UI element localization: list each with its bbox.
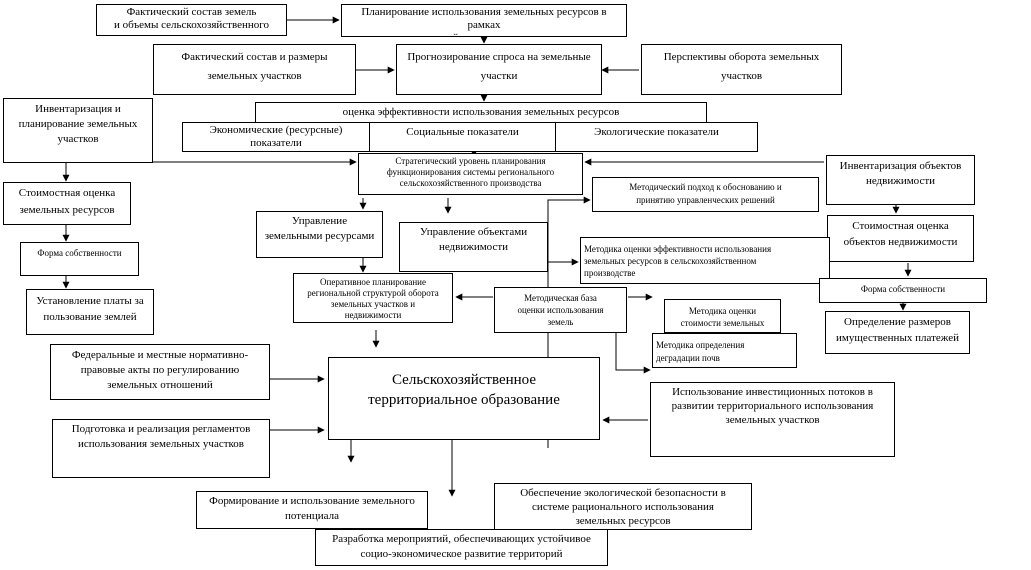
box-planirovanie: Планирование использования земельных рес…: [341, 4, 627, 37]
box-strategicheskiy: Стратегический уровень планирования функ…: [358, 153, 583, 195]
box-inventarizaciya-obj: Инвентаризация объектов недвижимости: [826, 155, 975, 205]
box-ekologicheskaya-bezop: Обеспечение экологической безопасности в…: [494, 483, 752, 530]
box-metod-podhod: Методический подход к обоснованию и прин…: [592, 177, 819, 212]
box-opredelenie-razmerov: Определение размеров имущественных плате…: [825, 311, 970, 354]
line-metod-baza-to-degradacii: [615, 333, 651, 374]
box-ekologicheskie: Экологические показатели: [555, 122, 758, 152]
box-ocenka-effektivnosti: оценка эффективности использования земел…: [255, 102, 707, 124]
box-metodika-effekt: Методика оценки эффективности использова…: [580, 237, 830, 284]
box-ekonomicheskie: Экономические (ресурсные) показатели: [182, 122, 370, 152]
box-ustanovlenie-platy: Установление платы за пользование землей: [26, 289, 154, 335]
box-formirovanie: Формирование и использование земельного …: [196, 491, 428, 529]
box-selskohoz-obrazovanie: Сельскохозяйственное территориальное обр…: [328, 357, 600, 440]
box-upravlenie-zem: Управление земельными ресурсами: [256, 211, 383, 258]
box-federalnye: Федеральные и местные нормативно- правов…: [50, 344, 270, 400]
box-metod-baza: Методическая база оценки использования з…: [494, 287, 627, 333]
box-stoimostnaya-zem: Стоимостная оценка земельных ресурсов: [3, 182, 131, 225]
box-razrabotka: Разработка мероприятий, обеспечивающих у…: [315, 529, 608, 566]
box-forma-sobstv-right: Форма собственности: [819, 278, 987, 303]
box-operativnoe: Оперативное планирование региональной ст…: [293, 273, 453, 323]
box-metodika-degradacii: Методика определения деградации почв: [652, 333, 797, 368]
box-metodika-stoimosti: Методика оценки стоимости земельных: [664, 299, 781, 333]
box-podgotovka: Подготовка и реализация регламентов испо…: [52, 419, 270, 478]
box-upravlenie-obj: Управление объектами недвижимости: [399, 222, 548, 272]
box-perspektivy-oborota: Перспективы оборота земельных участков: [641, 44, 842, 95]
box-inventarizaciya-zem: Инвентаризация и планирование земельных …: [3, 98, 153, 163]
box-stoimostnaya-obj: Стоимостная оценка объектов недвижимости: [827, 215, 974, 262]
box-fakt-sostav-uchastkov: Фактический состав и размеры земельных у…: [153, 44, 356, 95]
box-prognoz-sprosa: Прогнозирование спроса на земельные учас…: [396, 44, 602, 95]
box-investicionnye: Использование инвестиционных потоков в р…: [650, 382, 895, 457]
box-socialnye: Социальные показатели: [369, 122, 556, 152]
box-fakt-sostav-zemel: Фактический состав земель и объемы сельс…: [96, 4, 287, 36]
box-forma-sobstv-left: Форма собственности: [20, 242, 139, 276]
